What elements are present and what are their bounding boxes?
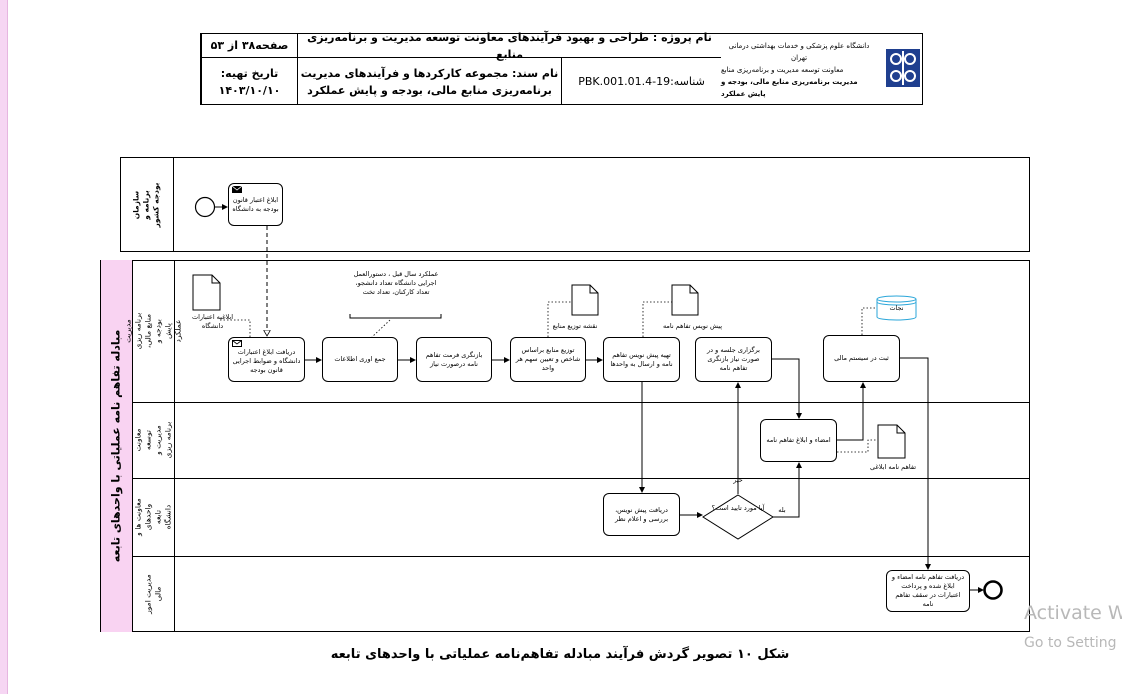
lane-label-divider xyxy=(174,260,175,632)
org-line: معاونت توسعه مدیریت و برنامه‌ریزی منابع xyxy=(721,65,844,74)
gateway-label: آیا مورد تایید است؟ xyxy=(711,504,765,512)
task-label: دریافت تفاهم نامه امضاء و ابلاغ شده و پر… xyxy=(891,573,965,608)
task-label: برگزاری جلسه و در صورت نیاز بازنگری تفاه… xyxy=(707,346,760,372)
task-distribute-resources[interactable]: توزیع منابع براساس شاخص و تعیین سهم هر و… xyxy=(510,337,586,382)
task-register-financial-system[interactable]: ثبت در سیستم مالی xyxy=(823,335,900,382)
pool-title: مبادله تفاهم نامه عملیاتی با واحدهای تاب… xyxy=(100,260,133,632)
lane-divider xyxy=(133,478,1030,479)
gateway-yes-label: بله xyxy=(778,506,786,514)
task-hold-meeting[interactable]: برگزاری جلسه و در صورت نیاز بازنگری تفاه… xyxy=(695,337,772,382)
project-title: نام پروژه : طراحی و بهبود فرآیندهای معاو… xyxy=(297,31,721,61)
lane-divider xyxy=(133,402,1030,403)
end-event xyxy=(983,580,1003,600)
annotation-bracket xyxy=(349,314,442,319)
message-envelope-icon xyxy=(232,186,242,193)
annotation-inputs: عملکرد سال قبل ، دستورالعمل اجرایی دانشگ… xyxy=(353,270,439,296)
task-label: ثبت در سیستم مالی xyxy=(834,354,889,362)
task-collect-info[interactable]: جمع اوری اطلاعات xyxy=(322,337,398,382)
task-budget-notification[interactable]: ابلاغ اعتبار قانون بودجه به دانشگاه xyxy=(228,183,283,226)
document-header-table: صفحه۳۸ از ۵۳ تاریخ تهیه: ۱۴۰۳/۱۰/۱۰ نام … xyxy=(200,31,923,105)
task-receive-signed-agreement[interactable]: دریافت تفاهم نامه امضاء و ابلاغ شده و پر… xyxy=(886,570,970,612)
document-name-line: نام سند: مجموعه کارکردها و فرآیندهای مدی… xyxy=(300,66,559,80)
document-label-draft: پیش نویس تفاهم نامه xyxy=(662,322,723,330)
task-label: جمع اوری اطلاعات xyxy=(334,355,386,363)
datastore-label: نجات xyxy=(889,304,904,312)
decision-gateway xyxy=(702,494,774,540)
document-code: شناسه:19-4.PBK.001.01 xyxy=(561,58,721,105)
windows-activation-hint: Go to Setting xyxy=(1024,635,1117,651)
date-label: تاریخ تهیه: xyxy=(220,66,279,80)
datastore-icon xyxy=(876,295,917,321)
windows-activation-watermark: Activate W xyxy=(1024,602,1122,624)
task-label: توزیع منابع براساس شاخص و تعیین سهم هر و… xyxy=(515,346,581,372)
lane-label-plan-budget-org: سازمان برنامه و بودجه کشور xyxy=(120,157,174,252)
document-name-line: برنامه‌ریزی منابع مالی، بودجه و پایش عمل… xyxy=(307,83,552,97)
start-event xyxy=(194,196,216,218)
page-number: صفحه۳۸ از ۵۳ xyxy=(201,34,297,58)
task-receive-draft[interactable]: دریافت پیش نویس، بررسی و اعلام نظر xyxy=(603,493,680,536)
document-label-distribution-map: نقشه توزیع منابع xyxy=(552,322,598,330)
task-label: تهیه پیش نویس تفاهم نامه و ارسال به واحد… xyxy=(610,350,673,368)
org-line: دانشگاه علوم پزشکی و خدمات بهداشتی درمان… xyxy=(728,41,870,62)
figure-caption: شکل ۱۰ تصویر گردش فرآیند مبادله تفاهم‌نا… xyxy=(330,647,790,662)
task-label: دریافت پیش نویس، بررسی و اعلام نظر xyxy=(614,505,669,523)
page-margin-strip xyxy=(0,0,8,694)
org-line: مدیریت برنامه‌ریزی منابع مالی، بودجه و xyxy=(721,77,858,86)
document-label-credit-notice: ابلاغیه اعتبارات دانشگاه xyxy=(191,313,234,330)
university-logo xyxy=(886,49,920,87)
date-cell: تاریخ تهیه: ۱۴۰۳/۱۰/۱۰ xyxy=(201,58,297,105)
message-envelope-icon xyxy=(232,340,242,347)
task-label: بازنگری فرمت تفاهم نامه درصورت نیاز xyxy=(425,350,483,368)
gateway-no-label: خیر xyxy=(733,476,743,484)
task-label: ابلاغ اعتبار قانون بودجه به دانشگاه xyxy=(232,195,279,213)
date-value: ۱۴۰۳/۱۰/۱۰ xyxy=(218,83,281,97)
lane-divider xyxy=(133,556,1030,557)
document-name: نام سند: مجموعه کارکردها و فرآیندهای مدی… xyxy=(297,58,561,105)
document-artifacts xyxy=(192,274,906,459)
document-label-notified-agreement: تفاهم نامه ابلاغی xyxy=(869,463,917,471)
organization-info: دانشگاه علوم پزشکی و خدمات بهداشتی درمان… xyxy=(721,34,881,105)
task-sign-agreement[interactable]: امضاء و ابلاغ تفاهم نامه xyxy=(760,419,837,462)
task-receive-credit-notification[interactable]: دریافت ابلاغ اعتبارات دانشگاه و ضوابط اج… xyxy=(228,337,305,382)
task-draft-agreement[interactable]: تهیه پیش نویس تفاهم نامه و ارسال به واحد… xyxy=(603,337,680,382)
org-line: پایش عملکرد xyxy=(721,89,766,98)
task-review-format[interactable]: بازنگری فرمت تفاهم نامه درصورت نیاز xyxy=(416,337,492,382)
task-label: دریافت ابلاغ اعتبارات دانشگاه و ضوابط اج… xyxy=(232,348,301,374)
task-label: امضاء و ابلاغ تفاهم نامه xyxy=(766,436,831,444)
pool-plan-budget-org xyxy=(120,157,1030,252)
